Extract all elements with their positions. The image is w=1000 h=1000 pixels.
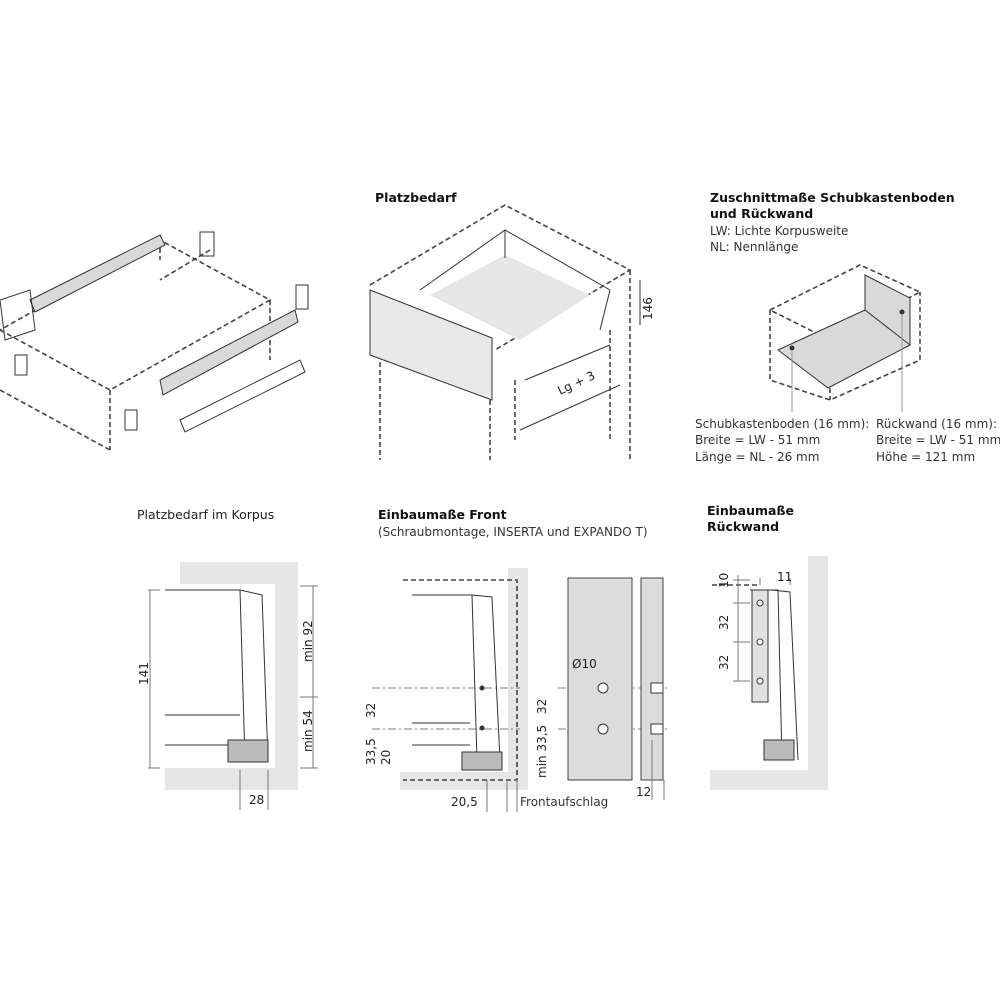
platzbedarf-title: Platzbedarf <box>375 190 457 205</box>
zuschnitt-drawing <box>768 264 922 412</box>
rueckwand-einbau-title-line2: Rückwand <box>707 519 779 534</box>
rueckwand-drawing <box>710 556 828 790</box>
dim-min33-5: min 33,5 <box>535 725 549 778</box>
boden-laenge: Länge = NL - 26 mm <box>695 450 819 464</box>
rueckwand-hoehe: Höhe = 121 mm <box>876 450 975 464</box>
dim-33-5: 33,5 <box>364 738 378 765</box>
dim-32a: 32 <box>717 615 731 630</box>
dim-12: 12 <box>636 785 651 799</box>
dim-length-label: Lg + 3 <box>555 368 597 397</box>
exploded-drawer-illustration <box>0 231 309 451</box>
dim-20-5: 20,5 <box>451 795 478 809</box>
front-title: Einbaumaße Front <box>378 507 507 522</box>
dim-32b-rueckwand: 32 <box>717 655 731 670</box>
dim-141: 141 <box>137 662 151 685</box>
legend-lw: LW: Lichte Korpusweite <box>710 224 848 238</box>
platzbedarf-drawing <box>369 204 641 460</box>
zuschnitt-title-line2: und Rückwand <box>710 206 813 221</box>
dim-32b: 32 <box>535 699 549 714</box>
dim-32: 32 <box>364 703 378 718</box>
dim-20: 20 <box>379 750 393 765</box>
rueckwand-einbau-title-line1: Einbaumaße <box>707 503 794 518</box>
dim-min92: min 92 <box>301 620 315 662</box>
korpus-drawing <box>148 562 318 810</box>
dim-11: 11 <box>777 570 792 584</box>
rueckwand-breite: Breite = LW - 51 mm <box>876 433 1000 447</box>
boden-label: Schubkastenboden (16 mm): <box>695 417 869 431</box>
dim-10: 10 <box>717 573 731 588</box>
zuschnitt-title-line1: Zuschnittmaße Schubkastenboden <box>710 190 955 205</box>
front-drawing <box>372 568 668 812</box>
dim-height-label: 146 <box>641 297 655 320</box>
dim-min54: min 54 <box>301 710 315 752</box>
frontaufschlag-label: Frontaufschlag <box>520 795 608 809</box>
front-subtitle: (Schraubmontage, INSERTA und EXPANDO T) <box>378 525 648 539</box>
rueckwand-label: Rückwand (16 mm): <box>876 417 997 431</box>
dim-28: 28 <box>249 793 264 807</box>
boden-breite: Breite = LW - 51 mm <box>695 433 820 447</box>
korpus-title: Platzbedarf im Korpus <box>137 507 274 522</box>
dim-diameter-10: Ø10 <box>572 657 597 671</box>
legend-nl: NL: Nennlänge <box>710 240 798 254</box>
